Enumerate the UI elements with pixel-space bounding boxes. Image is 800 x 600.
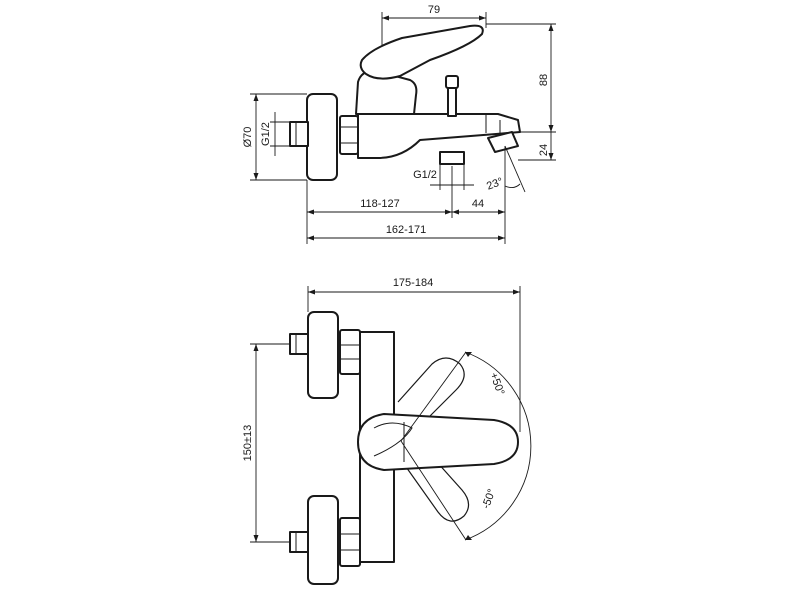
lower-inlet-stub	[289, 531, 309, 553]
front-handle	[357, 413, 519, 471]
diverter-stem	[447, 87, 457, 117]
dim-150-label: 150±13	[242, 425, 254, 462]
upper-hex-nut	[339, 329, 361, 375]
upper-rosette	[307, 311, 339, 399]
diverter-knob	[445, 75, 459, 89]
outlet-connector	[439, 151, 465, 165]
lever-position-up	[397, 357, 465, 427]
dim-162-171-label: 162-171	[386, 224, 426, 236]
handle-column	[355, 70, 418, 115]
dim-outlet-thread-label: G1/2	[413, 169, 437, 181]
side-view: 79 88 24 Ø70 G1/2 G1/2 23°	[242, 4, 556, 244]
dim-angle-label: 23°	[485, 176, 505, 193]
upper-inlet-stub	[289, 333, 309, 355]
lower-hex-nut	[339, 517, 361, 567]
dim-24-label: 24	[538, 144, 550, 156]
spout-aerator	[487, 131, 519, 153]
lower-rosette	[307, 495, 339, 585]
dim-rotation-up-label: +50°	[487, 371, 506, 397]
dim-inlet-thread-label: G1/2	[260, 122, 272, 146]
front-view: 175-184 +50° -50°	[242, 277, 532, 585]
lever-position-down	[403, 451, 470, 522]
dim-rotation-down-label: -50°	[480, 487, 498, 510]
dim-diameter-label: Ø70	[242, 127, 254, 148]
dim-44-label: 44	[472, 198, 484, 210]
dim-79-label: 79	[428, 4, 440, 16]
mixer-body	[357, 113, 521, 159]
handle-lever	[359, 24, 484, 80]
rotation-arc	[464, 351, 532, 541]
wall-rosette	[306, 93, 338, 181]
dim-88-label: 88	[538, 74, 550, 86]
hex-nut	[339, 115, 359, 155]
inlet-stub	[289, 121, 309, 147]
dim-175-184-label: 175-184	[393, 277, 433, 289]
dim-118-127-label: 118-127	[360, 198, 400, 210]
